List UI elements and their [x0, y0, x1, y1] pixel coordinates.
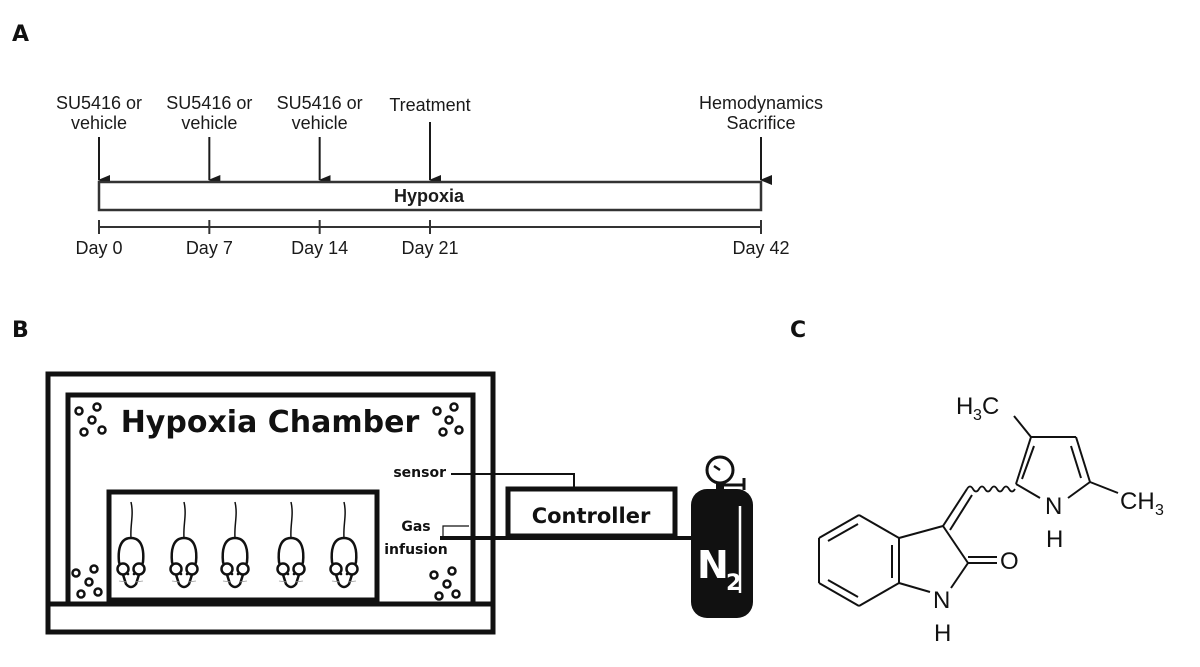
mouse-icon: [220, 501, 250, 589]
tick-label: Day 42: [732, 238, 789, 258]
event-label: vehicle: [292, 113, 348, 133]
mouse-icon: [329, 501, 359, 589]
mouse-icon: [276, 501, 306, 589]
sensor-label: sensor: [393, 465, 446, 481]
tank-label: N: [697, 543, 729, 587]
atom-h3c-sub: 3: [973, 407, 982, 424]
mouse-icon: [169, 501, 199, 589]
event-label: SU5416 or: [277, 93, 363, 113]
atom-indole-n: N: [933, 587, 950, 614]
panel-label-b: B: [12, 318, 29, 343]
gas-label-line1: Gas: [401, 519, 430, 535]
bubble-cluster-top-left: [74, 402, 107, 437]
hypoxia-bar: [97, 180, 763, 212]
controller-label: Controller: [532, 504, 651, 528]
event-label: Hemodynamics: [699, 93, 823, 113]
bubble-cluster-bottom-right: [429, 566, 461, 601]
atom-pyrrole-h: H: [1046, 526, 1063, 553]
atom-h3c-c: C: [982, 393, 999, 420]
hypoxia-chamber: [65, 392, 476, 607]
tick-label: Day 0: [75, 238, 122, 258]
gas-nozzle: [442, 525, 469, 538]
atom-ch3: CH: [1120, 488, 1155, 515]
sensor-wire: [451, 473, 575, 487]
tick-label: Day 21: [401, 238, 458, 258]
event-label: vehicle: [71, 113, 127, 133]
mouse-icon: [116, 501, 146, 589]
event-label: SU5416 or: [166, 93, 252, 113]
event-label: SU5416 or: [56, 93, 142, 113]
structure-bonds: [818, 415, 1119, 607]
event-label: vehicle: [181, 113, 237, 133]
mouse-cage: [106, 489, 380, 603]
outer-enclosure: [45, 371, 496, 635]
bubble-cluster-top-right: [432, 402, 464, 437]
controller-box: [505, 486, 678, 539]
gas-label-line2: infusion: [384, 542, 448, 558]
wavy-bond: [966, 485, 1016, 493]
bubble-cluster-bottom-left: [71, 564, 103, 599]
atom-h3c-h: H: [956, 393, 973, 420]
hypoxia-bar-label: Hypoxia: [394, 186, 465, 206]
event-label: Treatment: [389, 95, 470, 115]
pressure-gauge-icon: [705, 455, 735, 485]
nitrogen-tank: [691, 455, 753, 618]
event-label: Sacrifice: [726, 113, 795, 133]
atom-indole-h: H: [934, 620, 951, 647]
panel-label-c: C: [790, 318, 807, 343]
atom-ch3-sub: 3: [1155, 502, 1164, 519]
tick-label: Day 14: [291, 238, 348, 258]
atom-oxygen: O: [1000, 548, 1019, 575]
chamber-title: Hypoxia Chamber: [121, 405, 420, 440]
atom-pyrrole-n: N: [1045, 493, 1062, 520]
tank-subscript: 2: [726, 571, 741, 596]
panel-label-a: A: [12, 22, 30, 47]
tick-label: Day 7: [186, 238, 233, 258]
